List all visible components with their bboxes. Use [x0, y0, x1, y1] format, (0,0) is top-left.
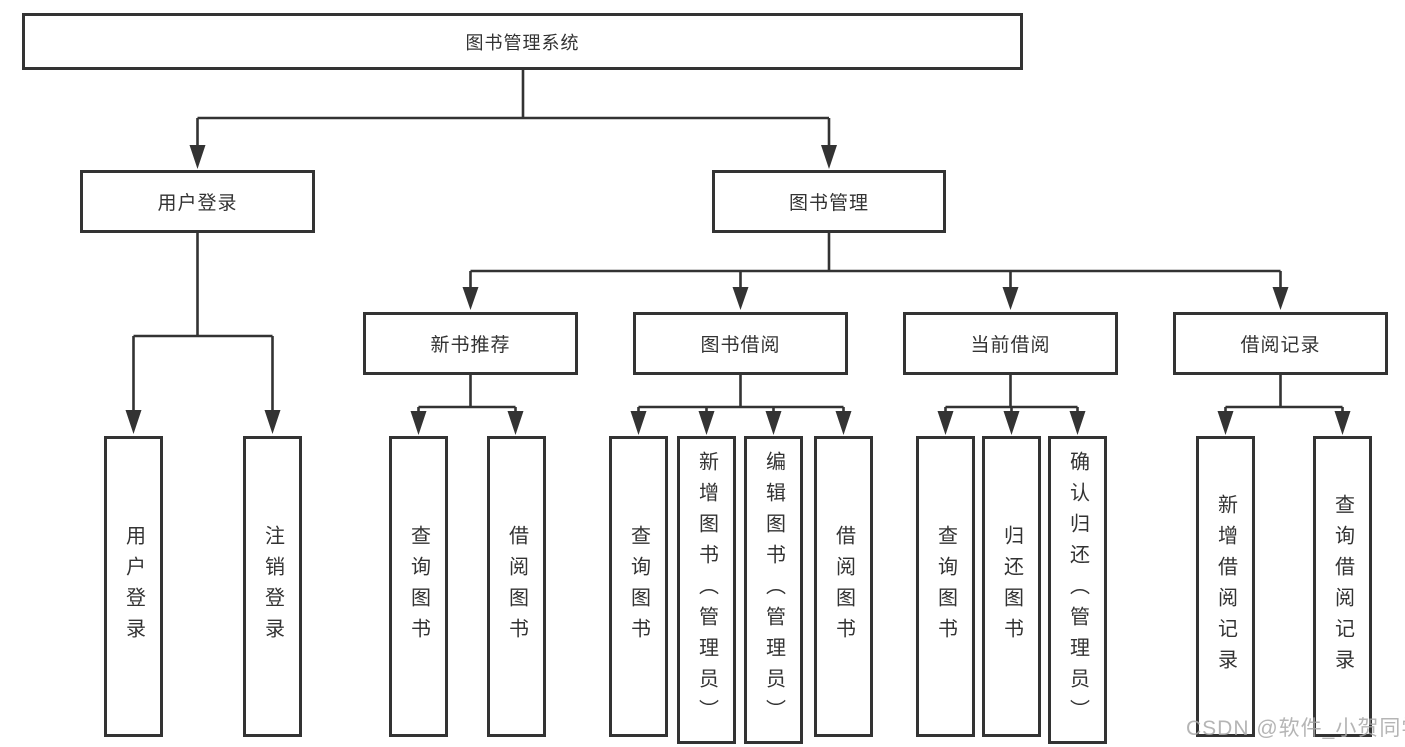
leaf-query-borrow-record: 查询借阅记录: [1313, 436, 1372, 737]
connectors-user-login: [125, 233, 281, 434]
leaf-add-borrow-record: 新增借阅记录: [1196, 436, 1255, 737]
node-user-login: 用户登录: [80, 170, 315, 233]
leaf-confirm-return-admin-label: 确认归还（管理员）: [1066, 450, 1089, 730]
leaf-logout-label: 注销登录: [261, 524, 284, 649]
connectors-current-borrow: [937, 375, 1086, 435]
leaf-add-borrow-record-label: 新增借阅记录: [1214, 493, 1237, 680]
leaf-current-query-book: 查询图书: [916, 436, 975, 737]
leaf-borrow-query-book: 查询图书: [609, 436, 668, 737]
leaf-query-borrow-record-label: 查询借阅记录: [1331, 493, 1354, 680]
leaf-current-query-book-label: 查询图书: [934, 524, 957, 649]
connectors-root: [189, 70, 837, 169]
node-book-borrow: 图书借阅: [633, 312, 848, 375]
leaf-confirm-return-admin: 确认归还（管理员）: [1048, 436, 1107, 744]
leaf-add-book-admin: 新增图书（管理员）: [677, 436, 736, 744]
leaf-return-book-label: 归还图书: [1000, 524, 1023, 649]
leaf-recommend-query-book: 查询图书: [389, 436, 448, 737]
node-current-borrow: 当前借阅: [903, 312, 1118, 375]
leaf-recommend-borrow-book-label: 借阅图书: [505, 524, 528, 649]
leaf-recommend-query-book-label: 查询图书: [407, 524, 430, 649]
connectors-borrow-records: [1217, 375, 1351, 435]
connectors-new-book-recommend: [410, 375, 524, 435]
node-borrow-records: 借阅记录: [1173, 312, 1388, 375]
leaf-edit-book-admin-label: 编辑图书（管理员）: [762, 450, 785, 730]
leaf-borrow-query-book-label: 查询图书: [627, 524, 650, 649]
leaf-user-login-label: 用户登录: [122, 524, 145, 649]
node-library-system-root: 图书管理系统: [22, 13, 1023, 70]
leaf-borrow-borrow-book: 借阅图书: [814, 436, 873, 737]
connectors-book-borrow: [630, 375, 852, 435]
leaf-add-book-admin-label: 新增图书（管理员）: [695, 450, 718, 730]
leaf-user-login: 用户登录: [104, 436, 163, 737]
leaf-logout: 注销登录: [243, 436, 302, 737]
leaf-edit-book-admin: 编辑图书（管理员）: [744, 436, 803, 744]
leaf-recommend-borrow-book: 借阅图书: [487, 436, 546, 737]
connectors-book-management: [462, 233, 1289, 310]
node-book-management: 图书管理: [712, 170, 946, 233]
leaf-return-book: 归还图书: [982, 436, 1041, 737]
leaf-borrow-borrow-book-label: 借阅图书: [832, 524, 855, 649]
node-new-book-recommend: 新书推荐: [363, 312, 578, 375]
